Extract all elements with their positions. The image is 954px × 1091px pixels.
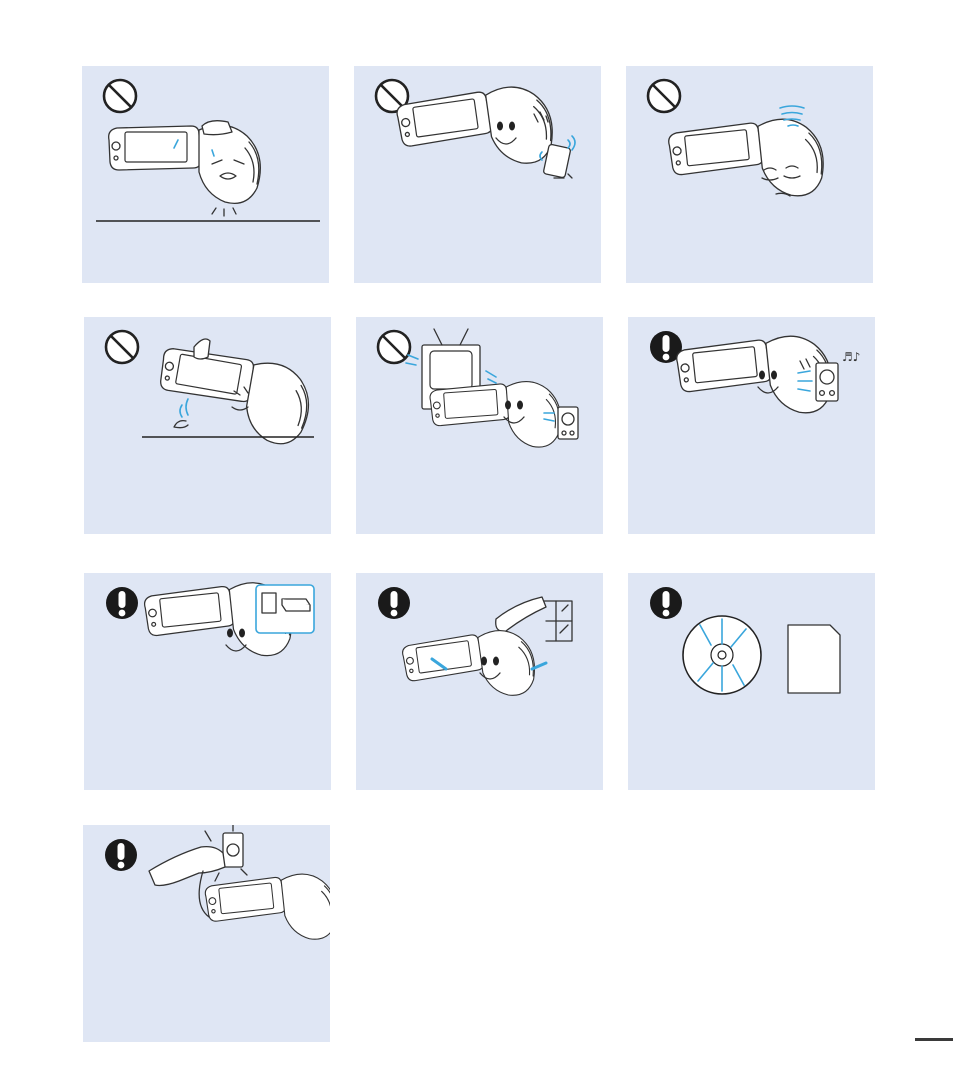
- panel-5: [356, 317, 603, 534]
- camcorder-near-window-icon: [356, 573, 603, 790]
- camcorder-dizzy-icon: [626, 66, 873, 283]
- camcorder-near-speaker-icon: ♬♪: [628, 317, 875, 534]
- panel-7: [84, 573, 331, 790]
- camcorder-dropped-icon: [84, 317, 331, 534]
- camcorder-near-tv-speaker-icon: [356, 317, 603, 534]
- panel-10: [83, 825, 330, 1042]
- panel-4: [84, 317, 331, 534]
- page-footer-rule: [915, 1038, 953, 1041]
- camcorder-pressed-down-icon: [82, 66, 329, 283]
- camcorder-with-magnet-icon: [354, 66, 601, 283]
- plug-adapter-icon: [83, 825, 330, 1042]
- panel-6: ♬♪: [628, 317, 875, 534]
- panel-2: [354, 66, 601, 283]
- svg-text:♬♪: ♬♪: [842, 350, 860, 364]
- panel-9: [628, 573, 875, 790]
- camcorder-battery-icon: [84, 573, 331, 790]
- panel-1: [82, 66, 329, 283]
- panel-8: [356, 573, 603, 790]
- disc-and-memory-card-icon: [628, 573, 875, 790]
- panel-3: [626, 66, 873, 283]
